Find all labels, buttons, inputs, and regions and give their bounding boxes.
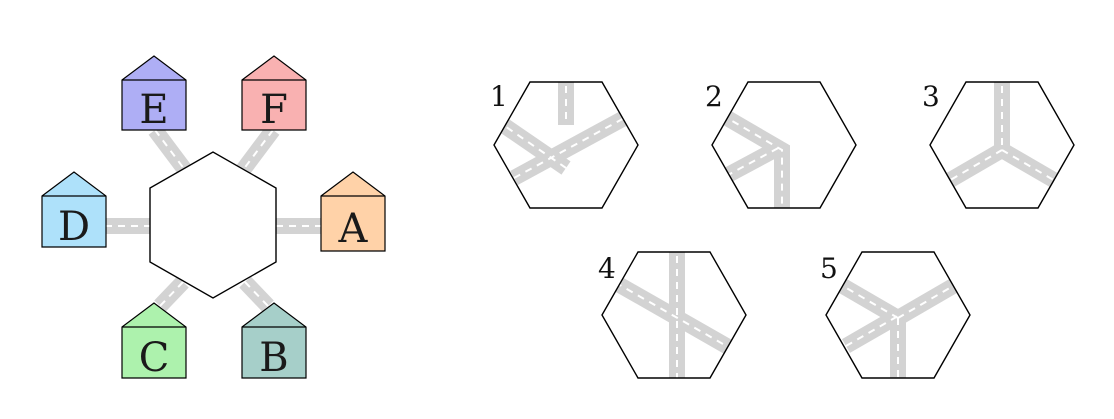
road-to-c [154, 276, 189, 312]
road-to-b [239, 276, 274, 312]
option-4-roads [602, 252, 746, 378]
option-2-roads [712, 101, 790, 208]
house-e-label: E [139, 87, 168, 133]
house-c-shape [121, 302, 187, 379]
house-b: B [241, 302, 307, 381]
option-1-number: 1 [490, 80, 508, 113]
house-e-shape [121, 55, 187, 131]
option-4-number: 4 [598, 252, 616, 285]
house-c-label: C [139, 335, 170, 381]
option-3[interactable]: 3 [922, 60, 1075, 209]
option-5-roads [831, 275, 965, 378]
road-to-e [148, 125, 192, 175]
option-3-hexagon [929, 81, 1075, 209]
option-5-hexagon [825, 251, 971, 379]
option-2-number: 2 [705, 80, 723, 113]
option-4-hexagon [601, 251, 747, 379]
option-2[interactable]: 2 [705, 80, 857, 230]
option-5[interactable]: 5 [820, 251, 971, 400]
option-5-number: 5 [820, 252, 838, 285]
house-a-shape [320, 171, 386, 252]
house-e: E [121, 55, 187, 133]
option-1[interactable]: 1 [490, 60, 650, 209]
option-4[interactable]: 4 [598, 230, 747, 400]
road-to-f [236, 125, 280, 175]
house-d-shape [41, 171, 107, 248]
house-f: F [241, 55, 307, 133]
option-2-hexagon [711, 81, 857, 209]
house-d-label: D [58, 204, 90, 250]
option-1-roads [494, 82, 638, 186]
house-f-shape [241, 55, 307, 131]
option-3-roads [935, 82, 1069, 193]
house-a: A [320, 171, 386, 252]
house-b-label: B [259, 335, 288, 381]
house-a-label: A [338, 206, 369, 252]
central-hexagon [149, 151, 277, 299]
house-b-shape [241, 302, 307, 379]
option-1-hexagon [493, 81, 639, 209]
main-diagram: A B C D E [41, 55, 386, 381]
option-3-number: 3 [922, 80, 940, 113]
house-f-label: F [260, 87, 288, 133]
house-d: D [41, 171, 107, 250]
house-c: C [121, 302, 187, 381]
